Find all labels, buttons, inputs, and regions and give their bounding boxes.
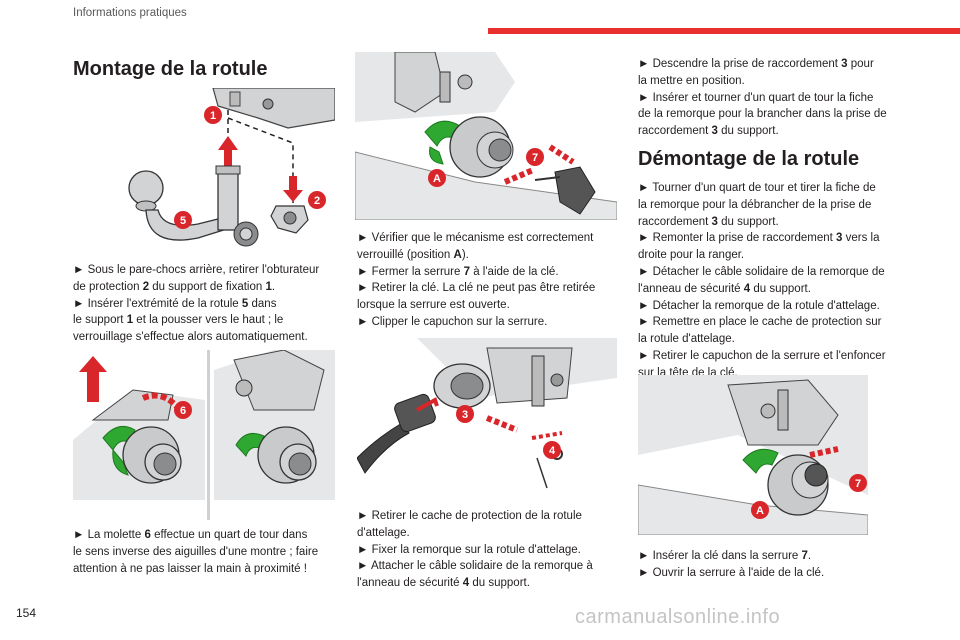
paragraph-unlock-steps: ► Insérer la clé dans la serrure 7. ► Ou… [638, 550, 825, 579]
page-number: 154 [16, 606, 37, 620]
header-accent-bar [488, 28, 960, 34]
figure-divider [207, 350, 210, 520]
paragraph-dismount-steps: ► Tourner d'un quart de tour et tirer la… [638, 182, 886, 379]
callout-A: A [433, 173, 441, 185]
callout-6: 6 [180, 405, 186, 417]
callout-7-lock: 7 [855, 478, 861, 490]
section-title-mounting: Montage de la rotule [73, 58, 268, 80]
figure-knob-locked [214, 350, 335, 500]
running-header: Informations pratiques [73, 7, 187, 19]
section-title-dismounting: Démontage de la rotule [638, 148, 860, 170]
watermark: carmanualsonline.info [575, 606, 781, 628]
callout-7: 7 [532, 152, 538, 164]
paragraph-knob-warning: ► La molette 6 effectue un quart de tour… [73, 529, 319, 575]
callout-2: 2 [314, 195, 320, 207]
paragraph-trailer-attach: ► Retirer le cache de protection de la r… [357, 510, 593, 590]
callout-1: 1 [210, 110, 216, 122]
callout-4: 4 [549, 445, 556, 457]
callout-3: 3 [462, 409, 468, 421]
paragraph-socket-steps: ► Descendre la prise de raccordement 3 p… [638, 58, 887, 138]
callout-5: 5 [180, 215, 186, 227]
paragraph-mount-steps: ► Sous le pare-chocs arrière, retirer l'… [73, 264, 320, 344]
callout-A-lock: A [756, 505, 764, 517]
figure-knob-turn: 6 [73, 350, 205, 500]
figure-key-insert: 7 A [638, 375, 868, 535]
paragraph-lock-steps: ► Vérifier que le mécanisme est correcte… [357, 232, 596, 328]
figure-towbar-insertion: 1 2 5 [118, 88, 335, 250]
figure-lock-key: 7 A [355, 52, 617, 220]
figure-socket-connection: 3 4 [357, 338, 617, 500]
